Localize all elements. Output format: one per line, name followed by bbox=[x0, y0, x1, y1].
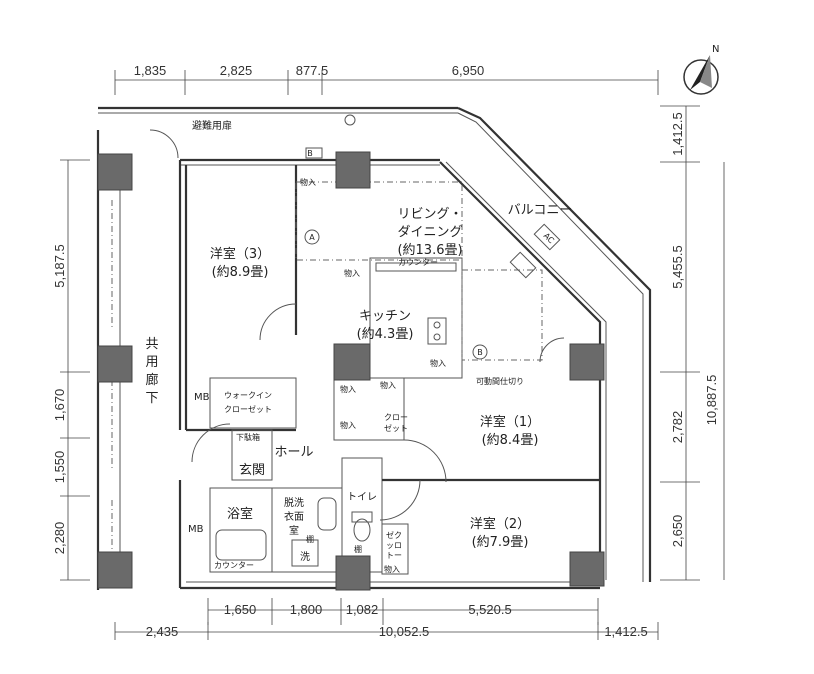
dim-top-2: 2,825 bbox=[220, 63, 253, 78]
dim-top-1: 1,835 bbox=[134, 63, 167, 78]
dim-left-1: 5,187.5 bbox=[52, 244, 67, 287]
left-dimension-line: 5,187.5 1,670 1,550 2,280 bbox=[52, 159, 90, 581]
label-cl2-2: ッロ bbox=[386, 541, 402, 550]
label-balcony: バルコニー bbox=[508, 203, 573, 218]
label-closet-1: クロー bbox=[384, 413, 408, 422]
dim-right-2: 5,455.5 bbox=[670, 245, 685, 288]
label-corridor-4: 下 bbox=[145, 391, 158, 406]
label-western2-2: (約7.9畳) bbox=[472, 535, 529, 550]
ac-outdoor-icon bbox=[509, 251, 537, 279]
label-shoe-box: 下駄箱 bbox=[236, 432, 260, 442]
dim-top-4: 6,950 bbox=[452, 63, 485, 78]
label-mb-bottom: MB bbox=[188, 524, 204, 535]
label-storage-5: 物入 bbox=[340, 420, 356, 430]
label-mark-b: B bbox=[477, 348, 483, 357]
compass-north: N bbox=[712, 44, 719, 55]
label-hall: ホール bbox=[274, 445, 313, 460]
label-evacuation-door: 避難用扉 bbox=[192, 119, 232, 132]
compass-icon: N bbox=[683, 44, 719, 95]
dim-left-4: 2,280 bbox=[52, 522, 67, 555]
label-toilet: トイレ bbox=[347, 492, 377, 503]
label-washroom-3: 室 bbox=[289, 524, 299, 537]
fixtures bbox=[215, 114, 561, 567]
label-storage-1: 物入 bbox=[300, 177, 316, 187]
label-washroom-2: 衣面 bbox=[284, 510, 304, 523]
label-counter: カウンター bbox=[398, 258, 438, 267]
label-corridor-3: 廊 bbox=[145, 372, 158, 388]
label-western1-2: (約8.4畳) bbox=[482, 433, 539, 448]
dim-left-2: 1,670 bbox=[52, 389, 67, 422]
label-western3-2: (約8.9畳) bbox=[212, 265, 269, 280]
dim-top-3: 877.5 bbox=[296, 63, 329, 78]
right-dimension-line: 1,412.5 5,455.5 10,887.5 2,782 2,650 bbox=[660, 105, 725, 581]
walls bbox=[96, 106, 652, 590]
label-western3-1: 洋室（3） bbox=[210, 246, 270, 262]
dim-right-1: 1,412.5 bbox=[670, 112, 685, 155]
label-western2-1: 洋室（2） bbox=[470, 516, 530, 532]
stove-icon bbox=[427, 317, 447, 345]
label-mark-a: A bbox=[309, 233, 315, 242]
sink-icon bbox=[317, 497, 337, 531]
dim-bottom-7: 1,412.5 bbox=[604, 624, 647, 639]
label-closet-2: ゼット bbox=[384, 423, 408, 433]
top-dimension-line: 1,835 2,825 877.5 6,950 bbox=[114, 63, 659, 95]
label-storage-7: 物入 bbox=[384, 564, 400, 574]
label-movable-partition: 可動間仕切り bbox=[476, 376, 524, 386]
label-storage-3: 物入 bbox=[430, 358, 446, 368]
label-western1-1: 洋室（1） bbox=[480, 414, 540, 430]
label-storage-4: 物入 bbox=[340, 384, 356, 394]
label-shelf-1: 棚 bbox=[306, 534, 314, 544]
label-walkin-1: ウォークイン bbox=[224, 391, 272, 400]
label-bath: 浴室 bbox=[227, 506, 253, 522]
label-cl2-3: トー bbox=[386, 551, 402, 560]
mark-a-circle bbox=[304, 229, 320, 245]
dim-bottom-4: 5,520.5 bbox=[468, 602, 511, 617]
bottom-dimension-line: 1,650 1,800 1,082 5,520.5 2,435 10,052.5… bbox=[114, 598, 659, 640]
label-box-b: B bbox=[307, 149, 313, 158]
dim-bottom-6: 10,052.5 bbox=[379, 624, 430, 639]
label-kitchen-2: (約4.3畳) bbox=[357, 327, 414, 342]
label-corridor-2: 用 bbox=[145, 355, 158, 370]
ac-unit-icon bbox=[533, 223, 561, 251]
toilet-tank-icon bbox=[351, 511, 373, 523]
dim-bottom-1: 1,650 bbox=[224, 602, 257, 617]
label-living-2: ダイニング bbox=[397, 225, 462, 240]
label-bath-counter: カウンター bbox=[214, 561, 254, 570]
box-b-icon bbox=[305, 147, 323, 159]
label-storage-2: 物入 bbox=[344, 268, 360, 278]
dim-right-4: 2,782 bbox=[670, 411, 685, 444]
toilet-icon bbox=[353, 518, 371, 542]
label-shelf-2: 棚 bbox=[354, 544, 362, 554]
label-washer: 洗 bbox=[300, 551, 310, 563]
room-labels: 避難用扉 B 物入 リビング・ ダイニング (約13.6畳) バルコニー AC … bbox=[145, 119, 572, 574]
dim-bottom-3: 1,082 bbox=[346, 602, 379, 617]
label-living-1: リビング・ bbox=[397, 207, 462, 222]
dim-left-3: 1,550 bbox=[52, 451, 67, 484]
label-walkin-2: クローゼット bbox=[224, 404, 272, 414]
dim-bottom-5: 2,435 bbox=[146, 624, 179, 639]
washer-icon bbox=[291, 539, 319, 567]
label-living-3: (約13.6畳) bbox=[397, 243, 462, 258]
dim-bottom-2: 1,800 bbox=[290, 602, 323, 617]
label-cl2-1: ゼク bbox=[386, 530, 402, 540]
vent-icon bbox=[344, 114, 356, 126]
columns bbox=[97, 151, 605, 591]
label-storage-6: 物入 bbox=[380, 380, 396, 390]
mark-b-circle bbox=[472, 344, 488, 360]
dim-right-5: 2,650 bbox=[670, 515, 685, 548]
bathtub-icon bbox=[215, 529, 267, 561]
label-kitchen-1: キッチン bbox=[359, 309, 411, 324]
label-corridor-1: 共 bbox=[145, 337, 158, 352]
label-entrance: 玄関 bbox=[239, 463, 265, 478]
dim-right-3: 10,887.5 bbox=[704, 375, 719, 426]
label-washroom-1: 脱洗 bbox=[284, 496, 304, 509]
counter-icon bbox=[375, 262, 457, 272]
label-mb-top: MB bbox=[194, 392, 210, 403]
